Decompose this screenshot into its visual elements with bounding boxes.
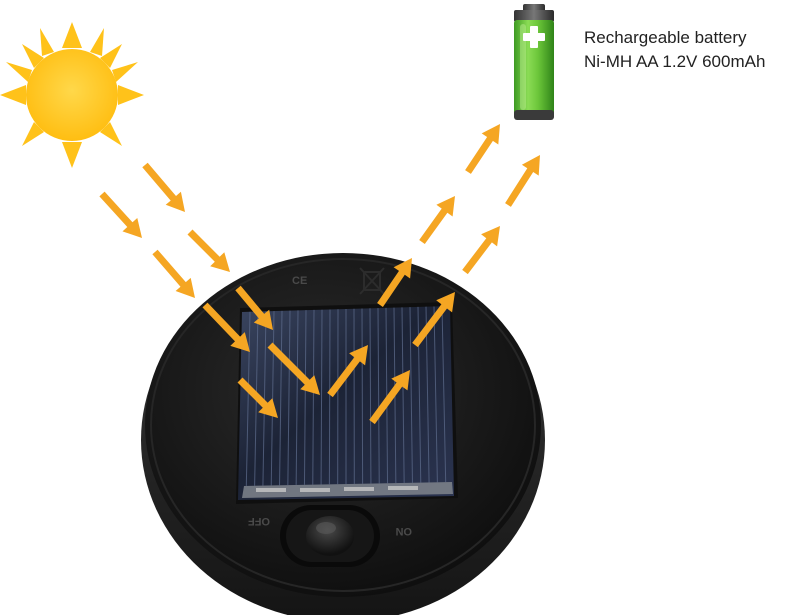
- arrow-icon: [142, 163, 185, 212]
- arrow-icon: [152, 250, 195, 298]
- battery-label-spec: Ni-MH AA 1.2V 600mAh: [584, 52, 765, 72]
- arrow-icon: [419, 196, 455, 244]
- sun-icon: [0, 22, 144, 168]
- svg-text:CE: CE: [292, 275, 307, 287]
- battery-icon: [514, 4, 554, 120]
- arrow-icon: [505, 155, 540, 207]
- arrow-icon: [99, 192, 142, 238]
- arrow-icon: [465, 124, 500, 174]
- battery-label-type: Rechargeable battery: [584, 28, 747, 48]
- arrow-icon: [462, 226, 500, 274]
- weee-bin-icon: [360, 268, 384, 294]
- arrow-icon: [188, 230, 231, 273]
- svg-text:ON: ON: [395, 525, 412, 537]
- switch-on-label: ON: [395, 525, 412, 537]
- switch-off-label: OFF: [248, 515, 270, 527]
- svg-text:OFF: OFF: [248, 515, 270, 527]
- power-switch[interactable]: [280, 505, 380, 567]
- ce-mark: CE: [292, 275, 307, 287]
